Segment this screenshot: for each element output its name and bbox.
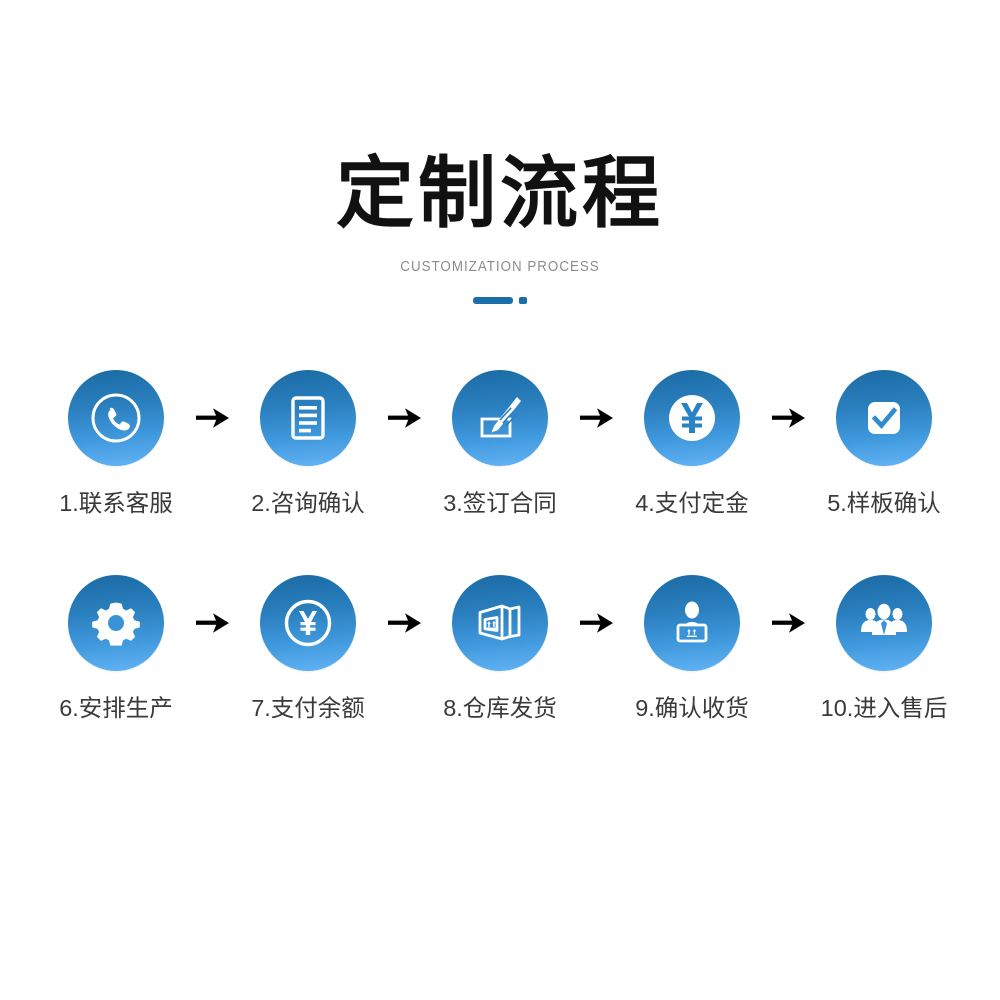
page-subtitle: CUSTOMIZATION PROCESS xyxy=(400,259,600,276)
document-icon xyxy=(280,390,336,446)
process-step-8[interactable]: 8.仓库发货 xyxy=(418,575,583,723)
arrow-right-icon xyxy=(195,575,230,671)
checkbox-check-icon xyxy=(856,390,912,446)
step-label: 8.仓库发货 xyxy=(443,695,557,721)
arrow-right-icon xyxy=(195,370,230,466)
step-icon-circle xyxy=(68,575,164,671)
step-label: 4.支付定金 xyxy=(635,490,749,516)
arrow-right-icon xyxy=(579,575,614,671)
process-step-6[interactable]: 6.安排生产 xyxy=(34,575,199,723)
step-label: 9.确认收货 xyxy=(635,695,749,721)
divider-bar-icon xyxy=(473,296,513,304)
process-steps: 1.联系客服 xyxy=(0,370,1000,723)
step-label: 3.签订合同 xyxy=(443,490,557,516)
step-label: 1.联系客服 xyxy=(59,490,173,516)
process-row-2: 6.安排生产 xyxy=(0,575,1000,723)
step-label: 7.支付余额 xyxy=(251,695,365,721)
divider-dot-icon xyxy=(519,296,527,304)
process-step-5[interactable]: 5.样板确认 xyxy=(802,370,967,518)
arrow-right-icon xyxy=(771,575,806,671)
title-divider xyxy=(0,295,1000,305)
process-step-7[interactable]: 7.支付余额 xyxy=(226,575,391,723)
process-step-10[interactable]: 10.进入售后 xyxy=(802,575,967,723)
process-step-2[interactable]: 2.咨询确认 xyxy=(226,370,391,518)
step-label: 5.样板确认 xyxy=(827,490,941,516)
process-step-4[interactable]: 4.支付定金 xyxy=(610,370,775,518)
step-icon-circle xyxy=(452,575,548,671)
warehouse-box-icon xyxy=(469,592,531,654)
yen-circle-filled-icon xyxy=(661,387,723,449)
step-icon-circle xyxy=(644,575,740,671)
yen-coin-outline-icon xyxy=(277,592,339,654)
page-header: 定制流程 CUSTOMIZATION PROCESS xyxy=(0,149,1000,305)
arrow-right-icon xyxy=(579,370,614,466)
page-title: 定制流程 xyxy=(335,149,664,237)
team-people-icon xyxy=(853,592,915,654)
gear-icon xyxy=(87,594,145,652)
contract-pen-icon xyxy=(470,388,530,448)
arrow-right-icon xyxy=(387,575,422,671)
process-step-1[interactable]: 1.联系客服 xyxy=(34,370,199,518)
step-label: 6.安排生产 xyxy=(59,695,173,721)
process-step-9[interactable]: 9.确认收货 xyxy=(610,575,775,723)
step-icon-circle xyxy=(452,370,548,466)
arrow-right-icon xyxy=(771,370,806,466)
step-label: 2.咨询确认 xyxy=(251,490,365,516)
process-row-1: 1.联系客服 xyxy=(0,370,1000,518)
delivery-person-icon xyxy=(662,593,722,653)
step-icon-circle xyxy=(260,370,356,466)
arrow-right-icon xyxy=(387,370,422,466)
step-icon-circle xyxy=(836,575,932,671)
process-step-3[interactable]: 3.签订合同 xyxy=(418,370,583,518)
step-label: 10.进入售后 xyxy=(820,695,948,721)
step-icon-circle xyxy=(260,575,356,671)
phone-icon xyxy=(86,388,146,448)
step-icon-circle xyxy=(836,370,932,466)
step-icon-circle xyxy=(644,370,740,466)
step-icon-circle xyxy=(68,370,164,466)
